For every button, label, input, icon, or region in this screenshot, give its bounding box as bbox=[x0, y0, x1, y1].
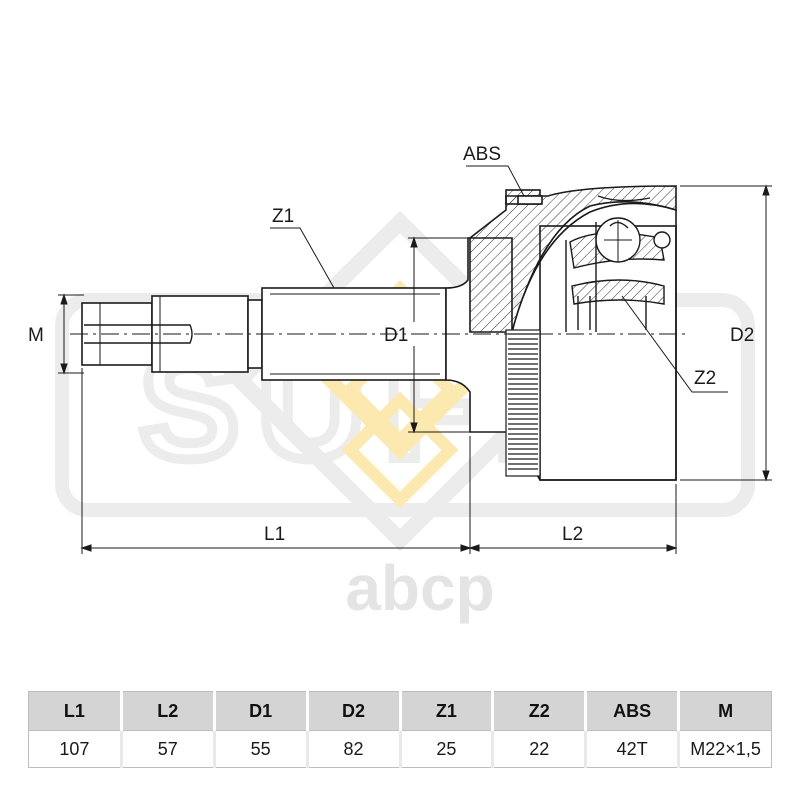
specs-header-cell: Z1 bbox=[398, 691, 494, 731]
specs-value-cell: 57 bbox=[119, 730, 215, 768]
label-abs: ABS bbox=[463, 144, 501, 165]
specs-table: L1 L2 D1 D2 Z1 Z2 ABS M 107 57 55 82 25 … bbox=[28, 691, 772, 768]
specs-header-cell: ABS bbox=[584, 691, 680, 731]
specs-header-cell: D1 bbox=[212, 691, 308, 731]
specs-header-cell: M bbox=[677, 691, 772, 731]
ball-cage bbox=[565, 195, 671, 332]
specs-value-cell: 55 bbox=[212, 730, 308, 768]
specs-header-cell: L1 bbox=[28, 691, 122, 731]
specs-value-cell: 107 bbox=[28, 730, 122, 768]
specs-value-cell: M22×1,5 bbox=[677, 730, 772, 768]
specs-header-cell: L2 bbox=[119, 691, 215, 731]
specs-value-cell: 82 bbox=[305, 730, 401, 768]
label-d1: D1 bbox=[384, 325, 408, 346]
specs-value-row: 107 57 55 82 25 22 42T M22×1,5 bbox=[28, 730, 772, 768]
specs-value-cell: 25 bbox=[398, 730, 494, 768]
label-z1: Z1 bbox=[272, 206, 294, 227]
watermark-site: abcp bbox=[345, 552, 494, 624]
label-l2: L2 bbox=[562, 524, 583, 545]
specs-value-cell: 42T bbox=[584, 730, 680, 768]
abs-tone-ring bbox=[505, 329, 541, 477]
outer-bell bbox=[469, 185, 677, 481]
specs-header-cell: Z2 bbox=[491, 691, 587, 731]
label-m: M bbox=[28, 325, 44, 346]
dimension-lines bbox=[58, 165, 772, 554]
specs-header-row: L1 L2 D1 D2 Z1 Z2 ABS M bbox=[28, 691, 772, 731]
label-d2: D2 bbox=[730, 325, 754, 346]
label-z2: Z2 bbox=[694, 368, 716, 389]
specs-header-cell: D2 bbox=[305, 691, 401, 731]
cv-joint-drawing: SUFIX abcp bbox=[28, 144, 772, 624]
specs-value-cell: 22 bbox=[491, 730, 587, 768]
label-l1: L1 bbox=[264, 524, 285, 545]
